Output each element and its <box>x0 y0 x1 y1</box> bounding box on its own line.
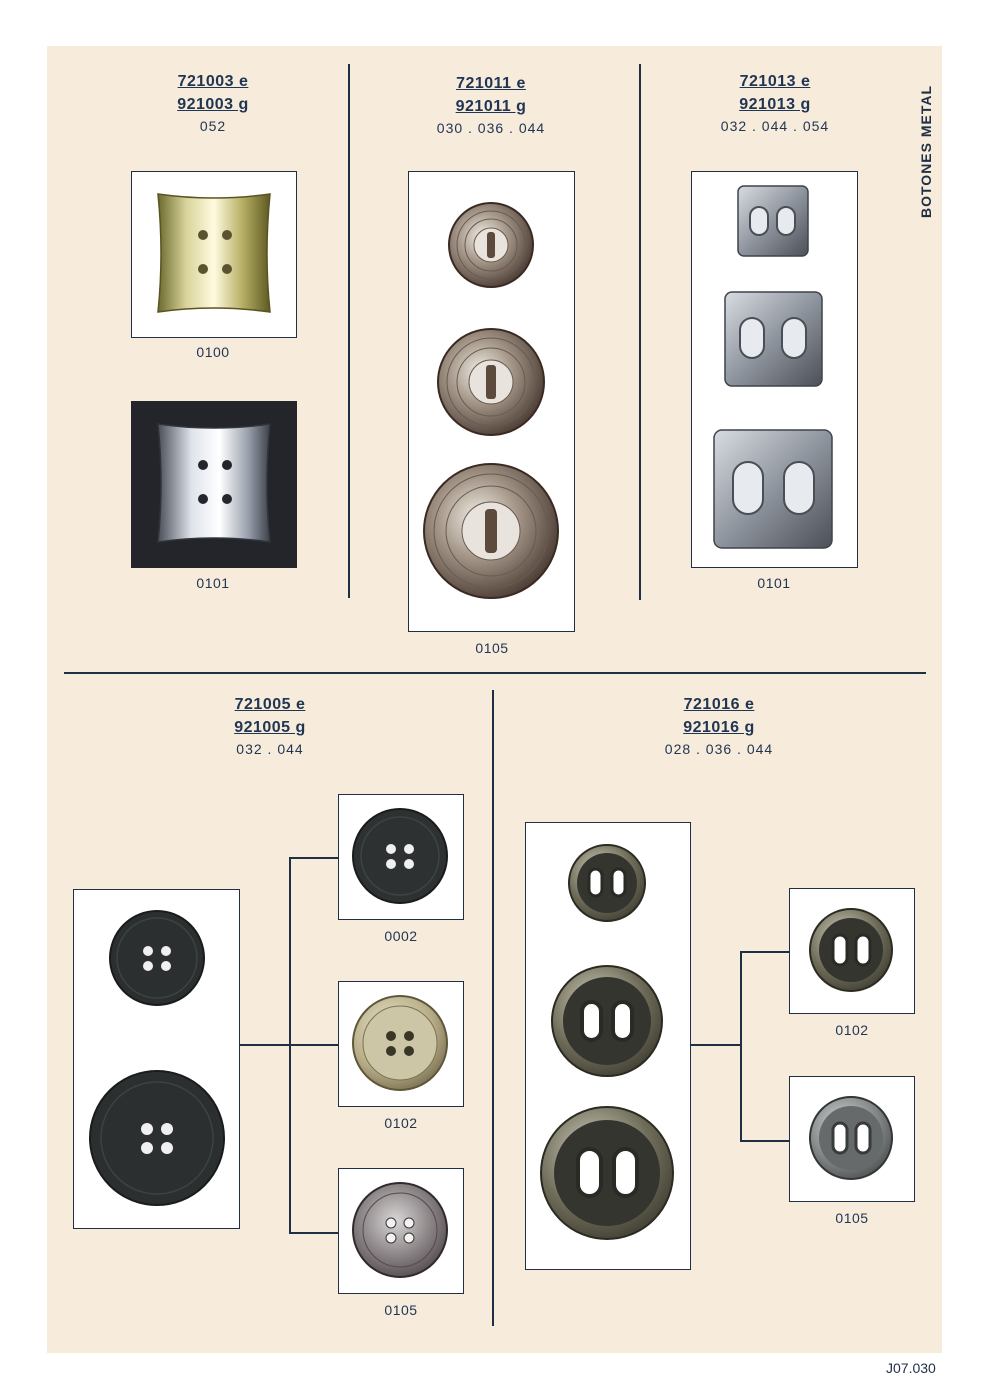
finish-image-box <box>789 1076 915 1202</box>
connector-line <box>240 1044 290 1046</box>
two-slot-button-grey-icon <box>809 1096 893 1180</box>
page-reference: J07.030 <box>886 1360 936 1376</box>
code-e: 721005 e <box>234 696 306 713</box>
divider-vertical-2 <box>639 64 641 600</box>
code-g: 921011 g <box>455 98 527 115</box>
sizes: 032 . 044 . 054 <box>720 118 830 134</box>
code-g: 921016 g <box>683 719 755 736</box>
product-image-box <box>73 889 240 1229</box>
sizes: 030 . 036 . 044 <box>436 120 546 136</box>
group-721005-header: 721005 e 921005 g 032 . 044 <box>170 693 370 759</box>
code-e: 721013 e <box>739 73 811 90</box>
product-image-box <box>131 401 297 568</box>
connector-line <box>740 1140 789 1142</box>
connector-line <box>691 1044 741 1046</box>
group-721011-header: 721011 e 921011 g 030 . 036 . 044 <box>391 72 591 138</box>
group-721016-header: 721016 e 921016 g 028 . 036 . 044 <box>619 693 819 759</box>
sizes: 028 . 036 . 044 <box>664 741 774 757</box>
finish-image-box <box>338 794 464 920</box>
finish-code: 0101 <box>196 575 230 591</box>
finish-code: 0105 <box>835 1210 869 1226</box>
product-image-box <box>525 822 691 1270</box>
code-g: 921005 g <box>234 719 306 736</box>
code-e: 721003 e <box>177 73 249 90</box>
group-721003-header: 721003 e 921003 g 052 <box>113 70 313 136</box>
finish-image-box <box>789 888 915 1014</box>
round-shank-button-icon <box>423 202 559 599</box>
two-slot-button-olive-icon <box>809 908 893 992</box>
connector-line <box>740 951 789 953</box>
section-label: BOTONES METAL <box>918 84 934 218</box>
finish-code: 0105 <box>384 1302 418 1318</box>
divider-vertical-1 <box>348 64 350 598</box>
finish-code: 0105 <box>475 640 509 656</box>
code-g: 921013 g <box>739 96 811 113</box>
connector-line <box>289 857 338 859</box>
four-hole-button-black-icon <box>352 808 448 904</box>
sizes: 032 . 044 <box>236 741 304 757</box>
sizes: 052 <box>199 118 227 134</box>
finish-image-box <box>338 981 464 1107</box>
two-slot-button-icon <box>540 844 674 1240</box>
finish-code: 0102 <box>384 1115 418 1131</box>
product-image-box <box>691 171 858 568</box>
finish-code: 0002 <box>384 928 418 944</box>
finish-code: 0101 <box>757 575 791 591</box>
square-button-silver-icon <box>157 423 271 543</box>
connector-line <box>740 951 742 1142</box>
code-e: 721011 e <box>456 75 526 92</box>
finish-code: 0102 <box>835 1022 869 1038</box>
connector-line <box>289 1044 338 1046</box>
divider-horizontal <box>64 672 926 674</box>
product-image-box <box>131 171 297 338</box>
product-image-box <box>408 171 575 632</box>
four-hole-button-brass-icon <box>352 995 448 1091</box>
code-e: 721016 e <box>683 696 755 713</box>
finish-image-box <box>338 1168 464 1294</box>
rectangular-slot-button-icon <box>713 185 833 549</box>
finish-code: 0100 <box>196 344 230 360</box>
code-g: 921003 g <box>177 96 249 113</box>
connector-line <box>289 1232 338 1234</box>
divider-vertical-3 <box>492 690 494 1326</box>
square-button-gold-icon <box>157 193 271 313</box>
group-721013-header: 721013 e 921013 g 032 . 044 . 054 <box>675 70 875 136</box>
four-hole-button-dark-icon <box>89 910 225 1206</box>
four-hole-button-gunmetal-icon <box>352 1182 448 1278</box>
